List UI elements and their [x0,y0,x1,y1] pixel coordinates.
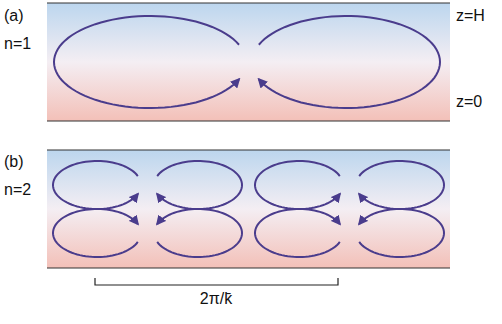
convection-roll [54,16,239,108]
convection-roll [53,209,138,257]
fluid-layer [47,150,450,268]
convection-roll [255,209,340,257]
bottom-boundary [47,267,450,268]
bottom-boundary [47,120,450,121]
convection-roll [259,16,440,108]
convection-roll [53,161,138,209]
mode-number: n=2 [4,180,31,199]
fluid-layer [47,3,450,121]
convection-roll [359,161,444,209]
boundary-label: z=0 [456,92,482,111]
mode-number: n=1 [4,34,31,53]
top-boundary [47,149,450,150]
wavelength-bracket [95,278,338,285]
wavelength-label: 2π/k̄ [200,289,232,308]
panel-label: (b) [4,152,24,171]
convection-roll [157,161,242,209]
convection-roll [157,209,242,257]
convection-roll [359,209,444,257]
top-boundary [47,2,450,3]
convection-roll [255,161,340,209]
boundary-label: z=H [456,6,485,25]
panel-label: (a) [4,6,24,25]
